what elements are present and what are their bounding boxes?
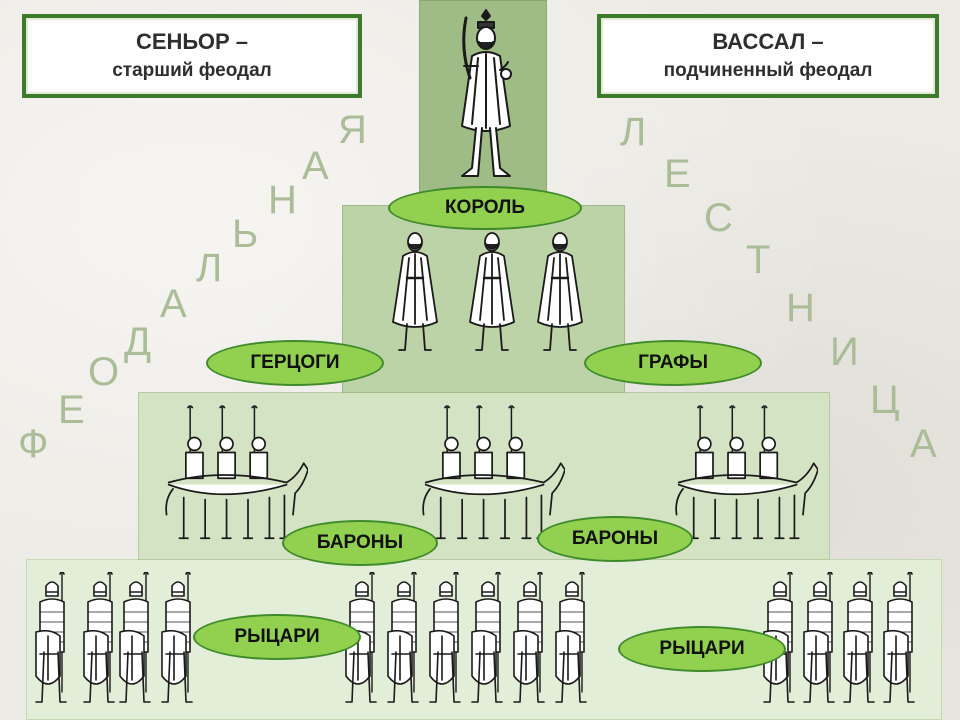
arc-letter-left-1: Ф bbox=[18, 422, 49, 466]
label-barons-right: БАРОНЫ bbox=[537, 516, 693, 562]
label-knights-left: РЫЦАРИ bbox=[193, 614, 361, 660]
noble-figure bbox=[385, 228, 445, 358]
vassal-title: ВАССАЛ – bbox=[712, 29, 824, 54]
rider-group-left bbox=[158, 400, 308, 550]
arc-letter-left-5: А bbox=[160, 282, 187, 326]
vassal-subtitle: подчиненный феодал bbox=[663, 60, 873, 81]
noble-figure bbox=[462, 228, 522, 358]
knight-figure bbox=[384, 572, 424, 712]
knight-figure bbox=[426, 572, 466, 712]
knight-figure bbox=[510, 572, 550, 712]
knight-figure bbox=[158, 572, 198, 712]
arc-letter-right-1: Л bbox=[620, 110, 647, 154]
arc-letter-left-7: Ь bbox=[232, 212, 259, 256]
knight-figure bbox=[468, 572, 508, 712]
vassal-definition-box: ВАССАЛ – подчиненный феодал bbox=[597, 14, 939, 98]
noble-figure bbox=[530, 228, 590, 358]
label-dukes: ГЕРЦОГИ bbox=[206, 340, 384, 386]
knight-figure bbox=[800, 572, 840, 712]
label-barons-left: БАРОНЫ bbox=[282, 520, 438, 566]
senior-subtitle: старший феодал bbox=[112, 60, 272, 81]
knight-figure bbox=[80, 572, 120, 712]
arc-letter-right-8: А bbox=[910, 422, 937, 466]
arc-letter-right-4: Т bbox=[746, 238, 771, 282]
knight-figure bbox=[116, 572, 156, 712]
arc-letter-right-5: Н bbox=[786, 286, 815, 330]
arc-letter-left-9: А bbox=[302, 144, 329, 188]
king-figure bbox=[446, 6, 526, 186]
knight-figure bbox=[32, 572, 72, 712]
arc-letter-left-8: Н bbox=[268, 178, 297, 222]
arc-letter-right-2: Е bbox=[664, 152, 691, 196]
label-knights-right: РЫЦАРИ bbox=[618, 626, 786, 672]
label-counts: ГРАФЫ bbox=[584, 340, 762, 386]
arc-letter-right-3: С bbox=[704, 196, 733, 240]
arc-letter-left-2: Е bbox=[58, 388, 85, 432]
rider-group-center bbox=[415, 400, 565, 550]
knight-figure bbox=[552, 572, 592, 712]
rider-group-right bbox=[668, 400, 818, 550]
knight-figure bbox=[880, 572, 920, 712]
arc-letter-right-6: И bbox=[830, 330, 859, 374]
arc-letter-right-7: Ц bbox=[870, 378, 900, 422]
senior-title: СЕНЬОР – bbox=[135, 29, 249, 54]
arc-letter-left-3: О bbox=[88, 350, 120, 394]
arc-letter-left-6: Л bbox=[196, 246, 223, 290]
arc-letter-left-10: Я bbox=[338, 108, 367, 152]
label-king: КОРОЛЬ bbox=[388, 186, 582, 230]
knight-figure bbox=[840, 572, 880, 712]
arc-letter-left-4: Д bbox=[124, 320, 152, 364]
senior-definition-box: СЕНЬОР – старший феодал bbox=[22, 14, 362, 98]
